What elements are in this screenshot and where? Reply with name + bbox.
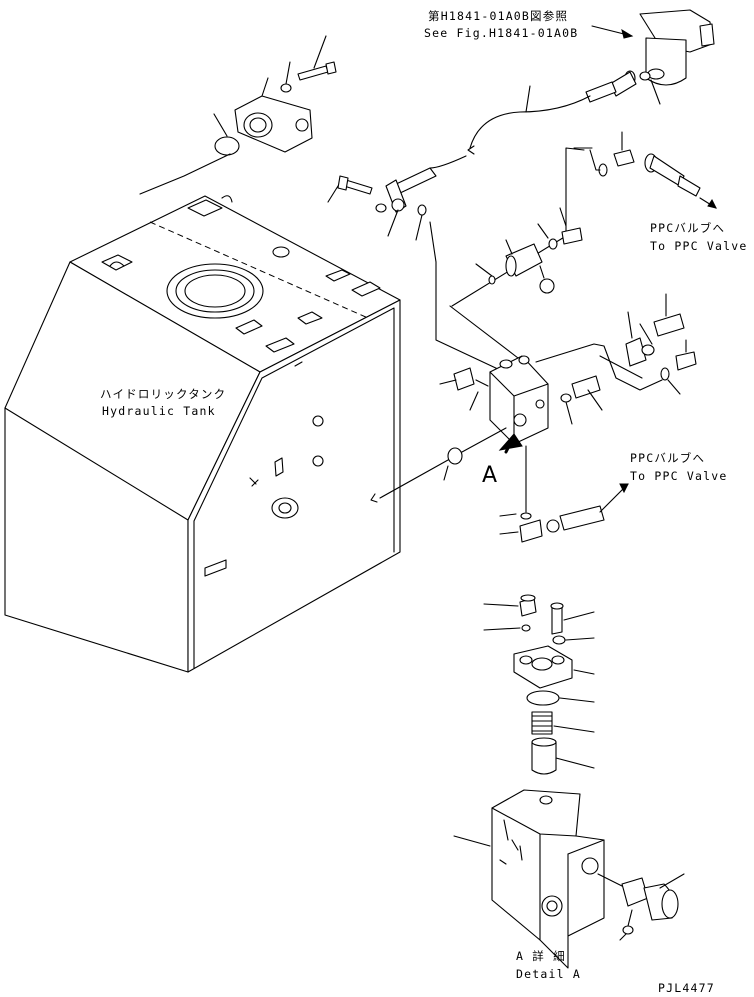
detail-label-en: Detail A [516,967,581,981]
filter-assembly: 第H1841-01A0B図参照 See Fig.H1841-01A0B [424,9,715,105]
view-marker-a: A [482,463,497,488]
ppc-mid-label-jp: PPCバルブへ [630,451,705,465]
ref-label-en: See Fig.H1841-01A0B [424,26,578,40]
ppc-mid-label-en: To PPC Valve [630,469,727,483]
ref-label-jp: 第H1841-01A0B図参照 [428,9,568,23]
hose-to-filter [327,70,637,241]
drain-line: PPCバルブへ To PPC Valve [370,427,727,543]
tank-label-jp: ハイドロリックタンク [100,387,226,401]
right-side-fittings [599,293,697,395]
ppc-line-upper: PPCバルブへ To PPC Valve [451,131,747,307]
tank-label-en: Hydraulic Tank [102,404,216,418]
drawing-number: PJL4477 [658,981,715,995]
center-valve-parts [429,207,663,391]
valve-block: A [439,355,603,488]
detail-a-parts [483,594,595,775]
o-ring-icon [214,136,240,156]
detail-label-jp: A 詳 細 [516,949,566,963]
hydraulic-tank: ハイドロリックタンク Hydraulic Tank [4,195,401,673]
ppc-top-label-jp: PPCバルブへ [650,221,725,235]
tank-cover-assembly [139,35,337,195]
detail-a-valve-body: A 詳 細 Detail A [453,789,685,981]
ppc-top-label-en: To PPC Valve [650,239,747,253]
